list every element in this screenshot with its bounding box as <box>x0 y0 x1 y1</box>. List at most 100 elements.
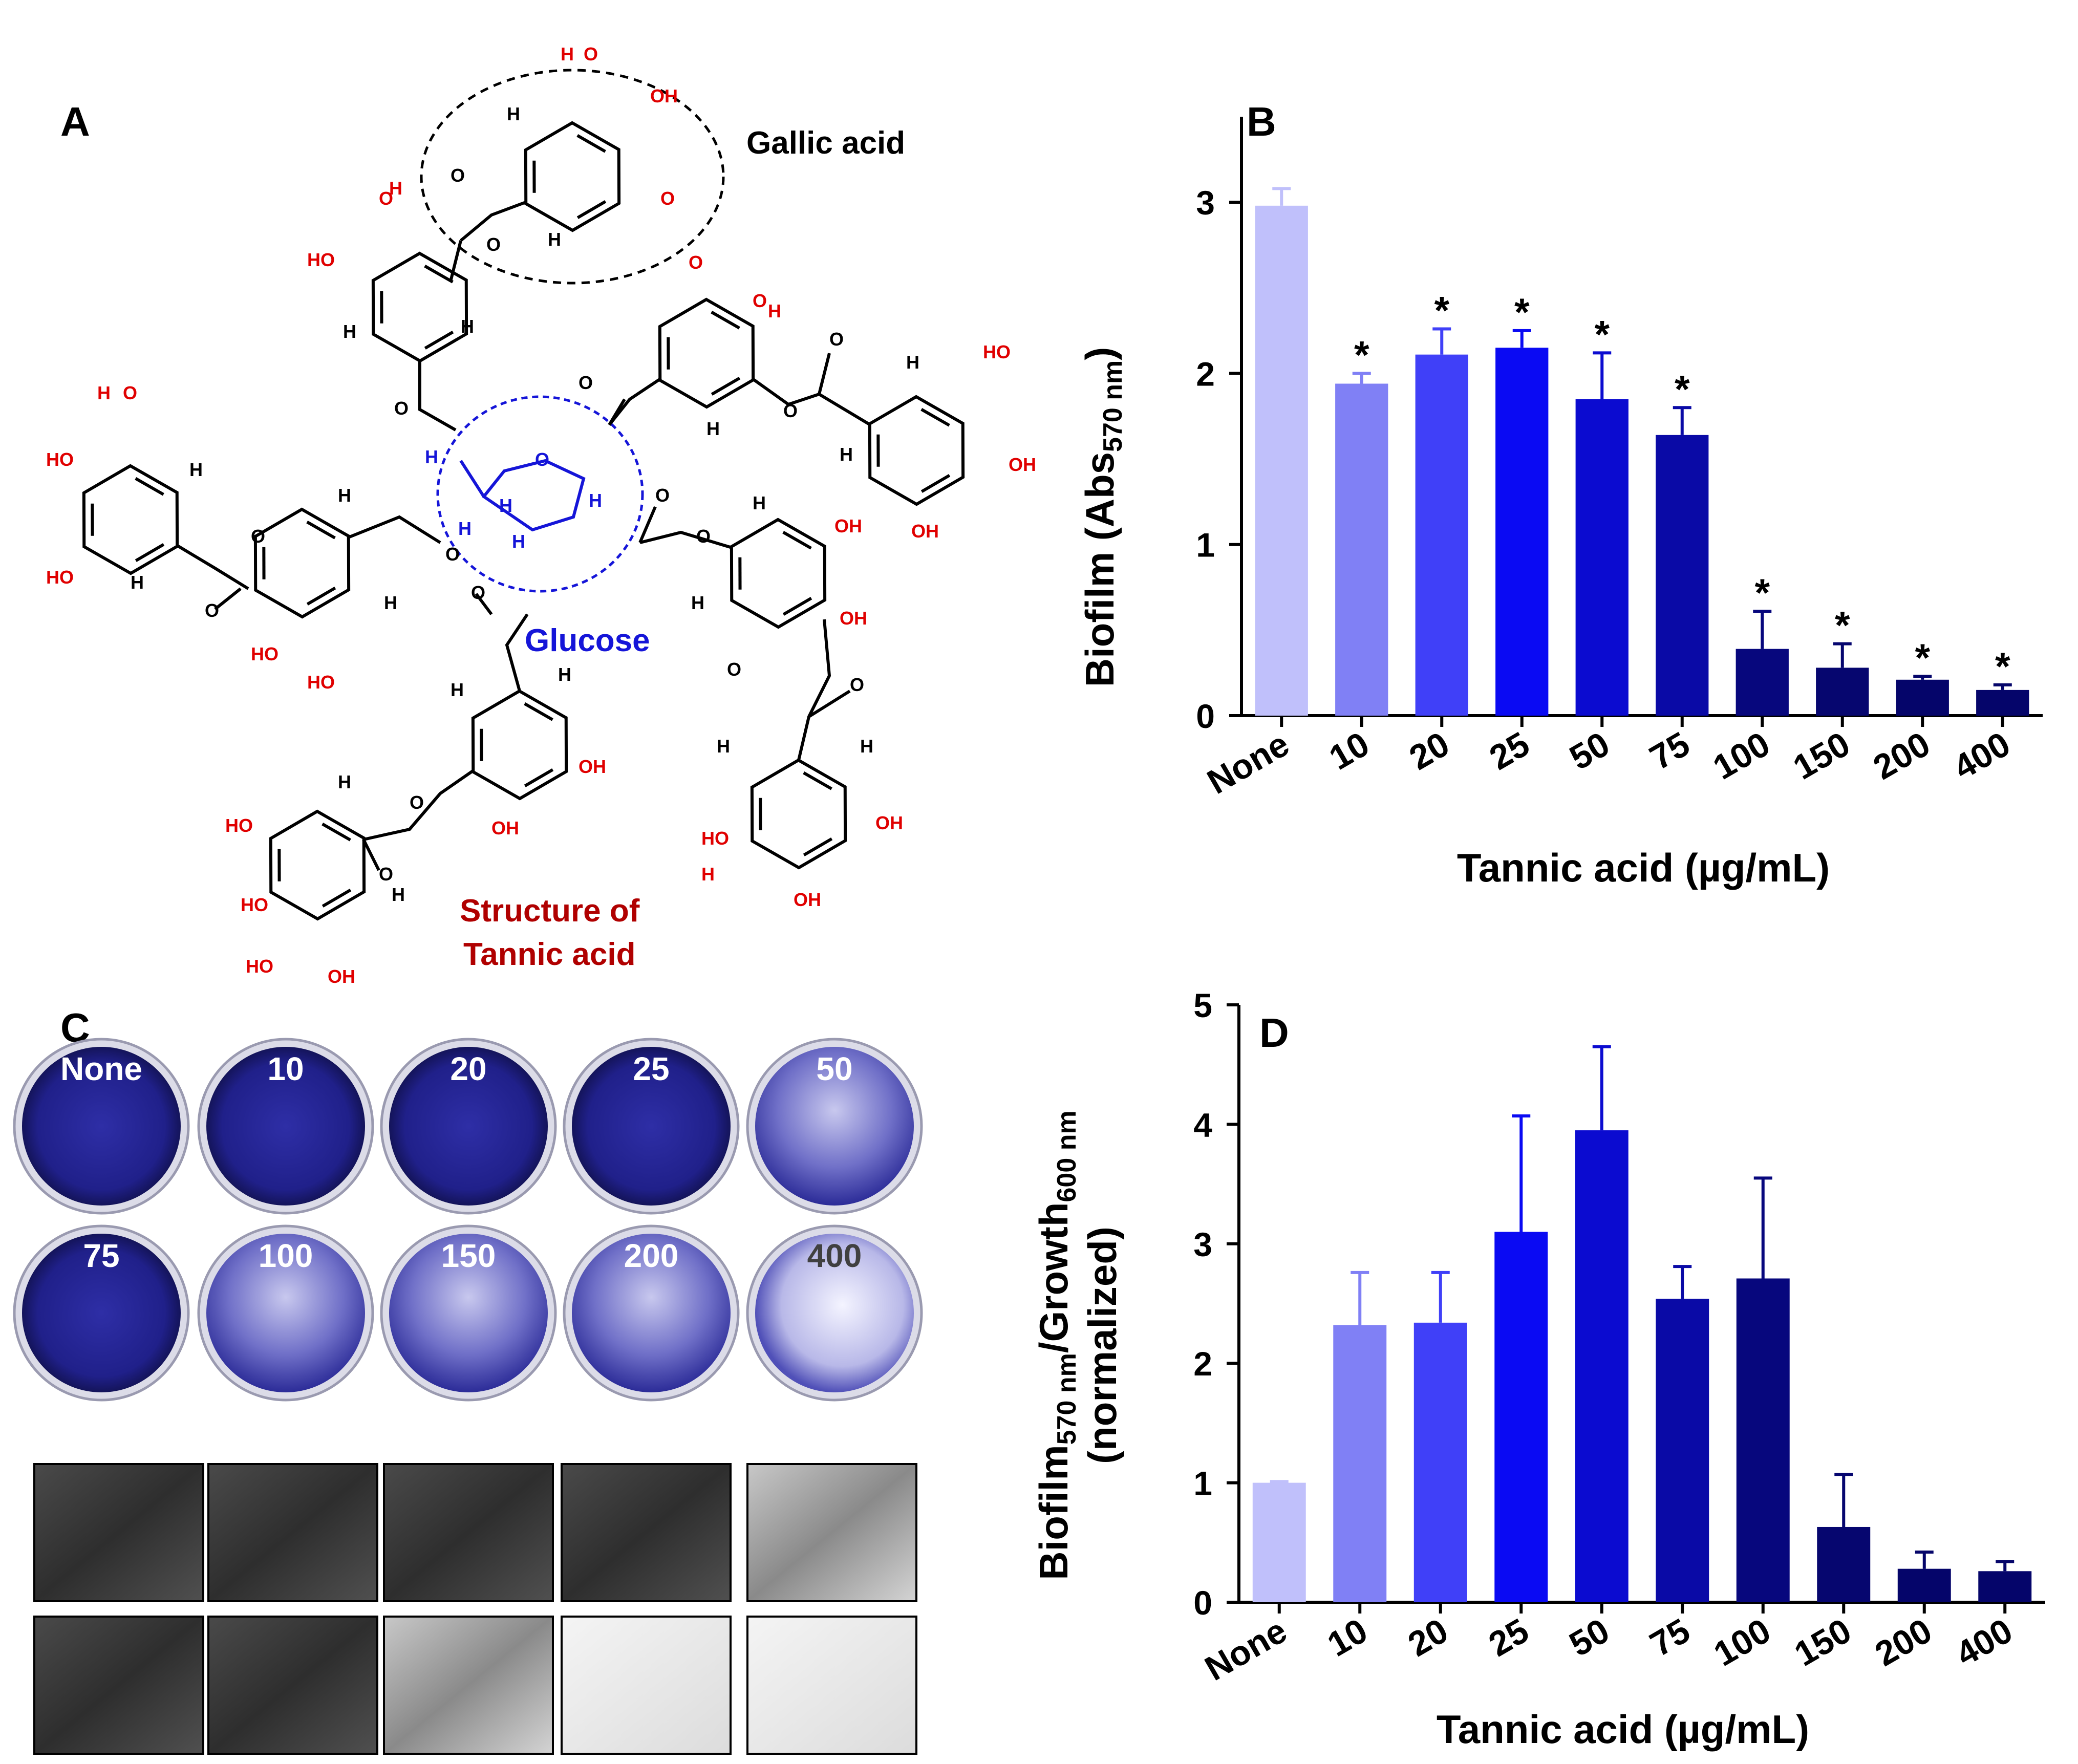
ester-bond <box>176 544 249 590</box>
glucose-atom-label: O <box>535 449 549 470</box>
panel-letter-a: A <box>60 99 90 144</box>
double-bond <box>803 837 833 856</box>
glucose-atom-label: H <box>512 531 525 552</box>
hydrogen-label: H <box>343 321 356 342</box>
panel-d-y-axis-title: Biofilm570 nm/Growth600 nm <box>1031 1110 1082 1580</box>
hydroxyl-label: H <box>97 382 111 403</box>
hydroxyl-label: HO <box>246 956 273 977</box>
double-bond <box>322 823 351 842</box>
well-label: 25 <box>633 1050 669 1087</box>
hydrogen-label: H <box>706 418 720 439</box>
panel-b-bar <box>1335 383 1388 716</box>
double-bond <box>920 408 950 427</box>
panel-d-x-tick-label: 100 <box>1707 1611 1777 1674</box>
hydrogen-label: H <box>753 492 766 513</box>
gallic-acid-circle <box>420 69 725 285</box>
hydroxyl-label: HO <box>46 449 74 470</box>
panel-b-x-tick-label: 150 <box>1787 724 1856 787</box>
hydroxyl-label: H <box>768 300 781 321</box>
microscopy-tile <box>746 1463 917 1602</box>
benzene-ring <box>750 758 847 870</box>
benzene-ring <box>868 395 965 506</box>
panel-b-y-tick-label: 0 <box>1196 697 1215 735</box>
benzene-ring <box>253 507 351 619</box>
panel-b-bar <box>1736 649 1789 716</box>
panel-d-y-tick-label: 0 <box>1193 1584 1212 1622</box>
double-bond <box>711 311 740 330</box>
hydroxyl-label: OH <box>1009 454 1036 475</box>
microscopy-tile <box>33 1463 204 1602</box>
hydrogen-label: H <box>384 592 397 613</box>
glucose-ring <box>481 459 586 532</box>
panel-d-x-tick-label: 75 <box>1643 1611 1697 1664</box>
microscopy-tile <box>383 1616 554 1755</box>
panel-b-x-tick-label: 100 <box>1706 724 1776 787</box>
panel-d-bar <box>1978 1571 2032 1602</box>
benzene-ring <box>524 121 621 232</box>
glucose-atom-label: H <box>425 446 438 467</box>
panel-d-bar <box>1413 1322 1467 1602</box>
hydroxyl-label: HO <box>307 249 335 270</box>
panel-d-x-axis-title: Tannic acid (µg/mL) <box>1437 1707 1809 1752</box>
glucose-atom-label: H <box>458 518 472 539</box>
hydroxyl-label: H <box>389 178 402 199</box>
hydrogen-label: H <box>338 771 351 792</box>
structure-title-line2: Tannic acid <box>463 937 636 972</box>
panel-d-x-tick-label: None <box>1198 1611 1293 1688</box>
well-stain <box>755 1047 914 1206</box>
well-stain <box>755 1234 914 1392</box>
panel-d-ylabel-p1: 570 nm <box>1052 1353 1082 1445</box>
well-stain <box>572 1047 731 1206</box>
microscopy-tile <box>207 1616 378 1755</box>
microscopy-tile <box>383 1463 554 1602</box>
panel-b-bar <box>1495 348 1549 716</box>
microscopy-tile <box>746 1616 917 1755</box>
panel-b-bar <box>1656 435 1709 716</box>
ester-bond <box>639 530 733 549</box>
panel-b-x-tick-label: None <box>1201 724 1296 802</box>
panel-d-x-tick-label: 200 <box>1869 1611 1938 1674</box>
oxygen-label: O <box>655 485 670 506</box>
well-label: 20 <box>450 1050 486 1087</box>
hydroxyl-label: OH <box>834 515 862 536</box>
oxygen-label: O <box>394 398 409 419</box>
panel-d-bar <box>1897 1568 1951 1602</box>
hydroxyl-label: H <box>561 44 574 64</box>
panel-d-x-tick-label: 400 <box>1949 1611 2019 1674</box>
benzene-ring <box>658 297 755 409</box>
double-bond <box>524 702 553 721</box>
ester-bond <box>460 201 527 242</box>
double-bond <box>920 474 951 493</box>
hydrogen-label: H <box>461 316 474 337</box>
panel-d-bar <box>1736 1278 1790 1602</box>
hydroxyl-label: HO <box>983 341 1011 362</box>
panel-d-x-tick-label: 10 <box>1321 1611 1374 1664</box>
tannic-acid-skeleton <box>82 121 965 921</box>
well-stain <box>22 1047 181 1206</box>
double-bond <box>424 330 454 350</box>
oxygen-label: O <box>696 526 711 547</box>
panel-b-bar <box>1255 205 1308 716</box>
hydroxyl-label: OH <box>491 818 519 838</box>
hydroxyl-label: O <box>123 382 137 403</box>
panel-b-bar <box>1816 668 1869 716</box>
double-bond <box>782 596 812 616</box>
oxygen-label: O <box>251 526 265 547</box>
panel-b-bar <box>1976 690 2029 716</box>
panel-d-ylabel-p0: Biofilm <box>1031 1445 1076 1580</box>
panel-d-bar <box>1575 1130 1629 1602</box>
panel-b-x-axis-title: Tannic acid (µg/mL) <box>1457 845 1830 890</box>
well-label: 75 <box>83 1237 119 1274</box>
ester-bond <box>363 769 475 841</box>
panel-b-ylabel-sub: 570 nm <box>1098 360 1128 452</box>
hydrogen-label: H <box>691 592 704 613</box>
hydroxyl-label: O <box>753 290 767 311</box>
hydroxyl-label: HO <box>241 894 268 915</box>
panel-b-x-tick-label: 10 <box>1323 724 1376 778</box>
oxygen-label: O <box>829 329 844 350</box>
double-bond <box>576 200 607 219</box>
hydroxyl-label: OH <box>328 966 355 987</box>
